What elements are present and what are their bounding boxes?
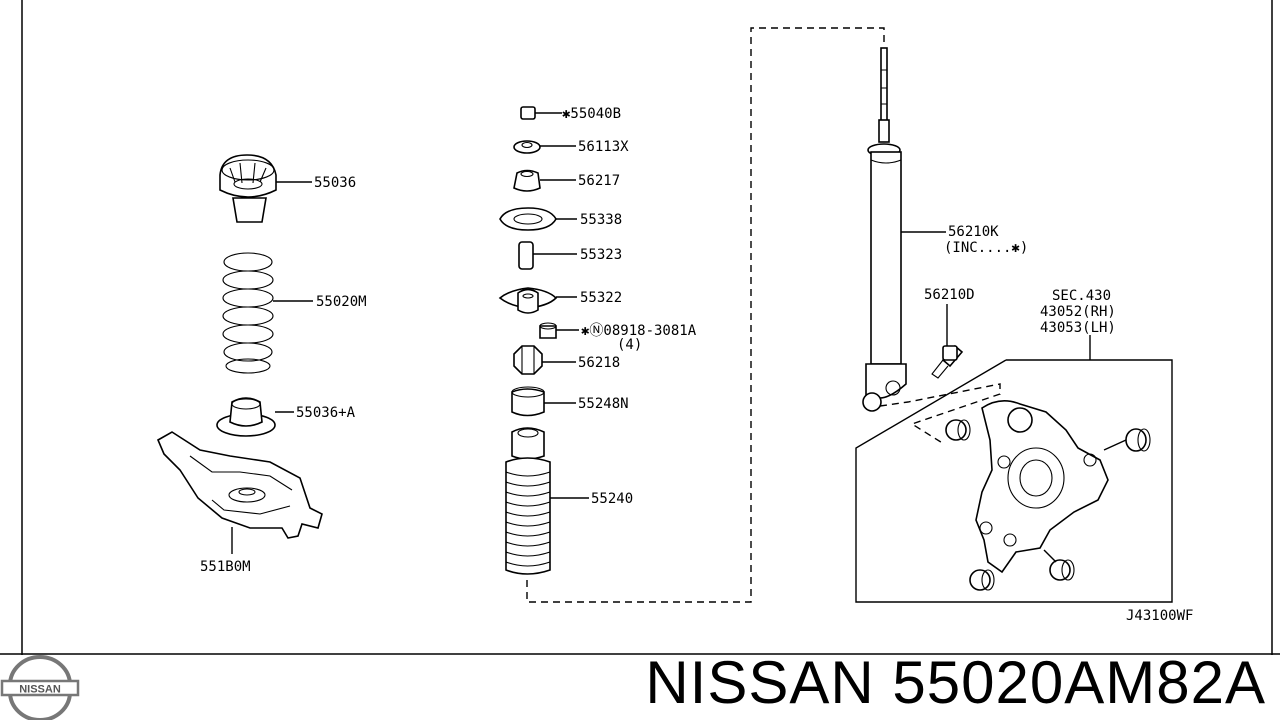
label-55323: 55323 [580, 247, 622, 263]
nissan-logo-text: NISSAN [19, 684, 61, 696]
label-55036a: 55036+A [296, 405, 356, 421]
part-knuckle-bushing-bottom-right [1043, 549, 1075, 581]
label-56113x: 56113X [578, 139, 629, 155]
label-55036: 55036 [314, 175, 356, 191]
part-08918-3081a-nut [539, 322, 557, 339]
part-knuckle-bushing-left [945, 419, 971, 441]
label-56210k-inc: (INC....✱) [944, 240, 1028, 256]
label-56217: 56217 [578, 173, 620, 189]
part-56113x-washer [513, 140, 541, 154]
part-56210d-bolt [931, 344, 964, 379]
knuckle-callout-box [855, 335, 1173, 603]
label-08918-qty: (4) [617, 337, 642, 353]
label-55020m: 55020M [316, 294, 367, 310]
label-55338: 55338 [580, 212, 622, 228]
part-55322-mount [498, 287, 558, 314]
label-08918-3081a: ✱Ⓝ08918-3081A [581, 323, 697, 339]
label-55240: 55240 [591, 491, 633, 507]
part-55036-upper-seat [219, 154, 277, 223]
label-55248n: 55248N [578, 396, 629, 412]
label-43053-lh: 43053(LH) [1040, 320, 1116, 336]
nissan-logo: NISSAN [0, 655, 80, 720]
part-55040b-nut [520, 106, 536, 120]
dashed-shock-to-knuckle [879, 383, 1001, 445]
label-56218: 56218 [578, 355, 620, 371]
part-56217-bushing [513, 169, 541, 192]
label-56210d: 56210D [924, 287, 975, 303]
label-sec-430: SEC.430 [1052, 288, 1111, 304]
part-55248n-bump-stop-ring [511, 386, 545, 417]
part-55020m-coil-spring [222, 252, 274, 374]
part-43052-knuckle [975, 400, 1109, 574]
label-55322: 55322 [580, 290, 622, 306]
part-55338-plate [499, 207, 557, 231]
part-55240-dust-boot [505, 427, 551, 575]
label-55040b: ✱55040B [562, 106, 621, 122]
label-551b0m: 551B0M [200, 559, 251, 575]
part-knuckle-bushing-bottom-left [969, 569, 995, 591]
dashed-link-bracket [526, 27, 885, 603]
label-43052-rh: 43052(RH) [1040, 304, 1116, 320]
label-diagram-code: J43100WF [1126, 608, 1193, 624]
part-55036a-lower-seat [216, 397, 276, 437]
part-55323-sleeve [518, 241, 534, 270]
part-551b0m-lower-arm [156, 431, 323, 539]
part-knuckle-bushing-right [1103, 428, 1151, 452]
part-number-title: NISSAN 55020AM82A [645, 649, 1266, 716]
part-56218-nut [513, 345, 543, 375]
part-56210k-shock-absorber [862, 47, 907, 412]
label-56210k: 56210K [948, 224, 999, 240]
